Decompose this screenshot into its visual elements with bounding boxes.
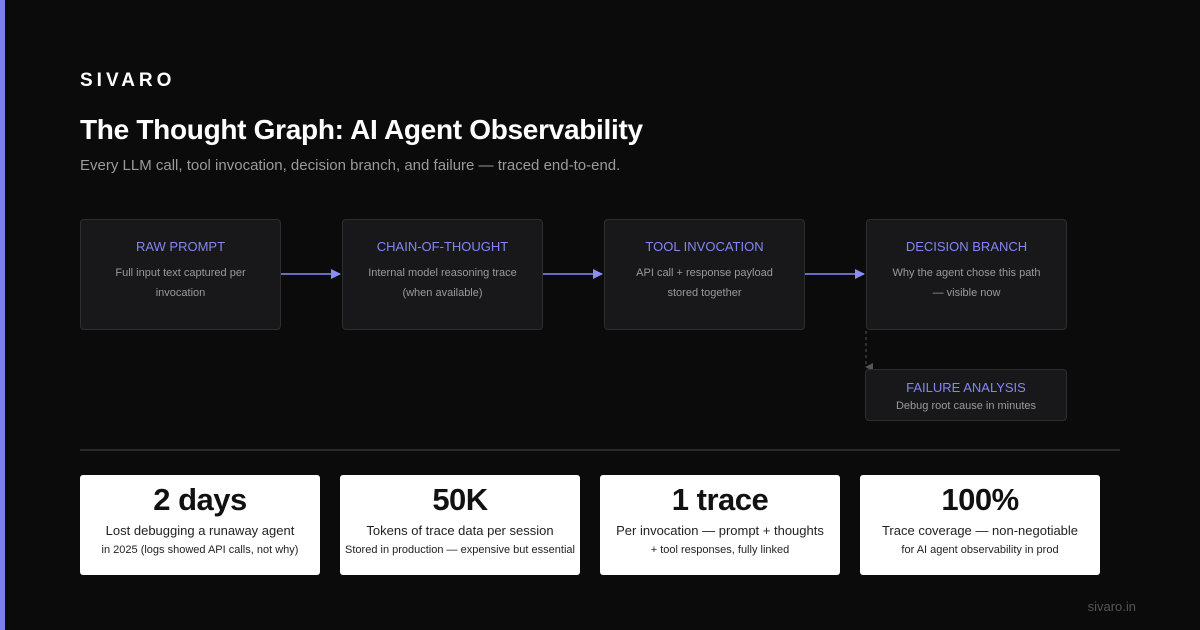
page-title: The Thought Graph: AI Agent Observabilit… xyxy=(80,114,643,145)
stat-subtext: + tool responses, fully linked xyxy=(650,544,790,556)
stat-value: 50K xyxy=(432,482,488,517)
stat-card-trace: 1 trace Per invocation — prompt + though… xyxy=(600,475,840,575)
stat-label: Trace coverage — non-negotiable xyxy=(881,523,1079,538)
stat-value: 1 trace xyxy=(671,482,769,517)
stat-label: Per invocation — prompt + thoughts xyxy=(616,523,824,538)
footer-url[interactable]: sivaro.in xyxy=(1087,599,1136,614)
stat-label: Lost debugging a runaway agent xyxy=(105,523,295,538)
flow-node-title: CHAIN-OF-THOUGHT xyxy=(376,239,509,254)
flow-node-tool-invocation: TOOL INVOCATION API call + response payl… xyxy=(604,219,805,330)
stat-value: 2 days xyxy=(153,482,247,517)
stat-card-tokens: 50K Tokens of trace data per session Sto… xyxy=(340,475,580,575)
flow-node-title: DECISION BRANCH xyxy=(905,239,1028,254)
stat-value: 100% xyxy=(941,482,1019,517)
stat-subtext: for AI agent observability in prod xyxy=(901,544,1059,556)
stat-subtext: Stored in production — expensive but ess… xyxy=(345,544,575,556)
flow-node-raw-prompt: RAW PROMPT Full input text captured per … xyxy=(80,219,281,330)
flow-node-desc: Debug root cause in minutes xyxy=(895,400,1037,412)
divider xyxy=(80,449,1120,451)
brand-logo: SIVARO xyxy=(80,70,176,91)
flow-node-failure-analysis: FAILURE ANALYSIS Debug root cause in min… xyxy=(865,369,1067,421)
stat-card-coverage: 100% Trace coverage — non-negotiable for… xyxy=(860,475,1100,575)
accent-bar xyxy=(0,0,5,630)
stat-label: Tokens of trace data per session xyxy=(366,523,554,538)
flow-node-title: FAILURE ANALYSIS xyxy=(906,380,1026,395)
flow-node-title: RAW PROMPT xyxy=(135,239,226,254)
flow-node-title: TOOL INVOCATION xyxy=(645,239,764,254)
stat-card-debug-days: 2 days Lost debugging a runaway agent in… xyxy=(80,475,320,575)
page-subtitle: Every LLM call, tool invocation, decisio… xyxy=(80,157,621,174)
flow-node-desc: Why the agent chose this path — visible … xyxy=(892,267,1041,299)
flow-node-desc: API call + response payload stored toget… xyxy=(636,267,773,299)
flow-node-decision-branch: DECISION BRANCH Why the agent chose this… xyxy=(866,219,1067,330)
flow-node-desc: Internal model reasoning trace (when ava… xyxy=(368,267,517,299)
stat-subtext: in 2025 (logs showed API calls, not why) xyxy=(101,544,299,556)
flow-node-desc: Full input text captured per invocation xyxy=(115,267,246,299)
flow-node-chain-of-thought: CHAIN-OF-THOUGHT Internal model reasonin… xyxy=(342,219,543,330)
